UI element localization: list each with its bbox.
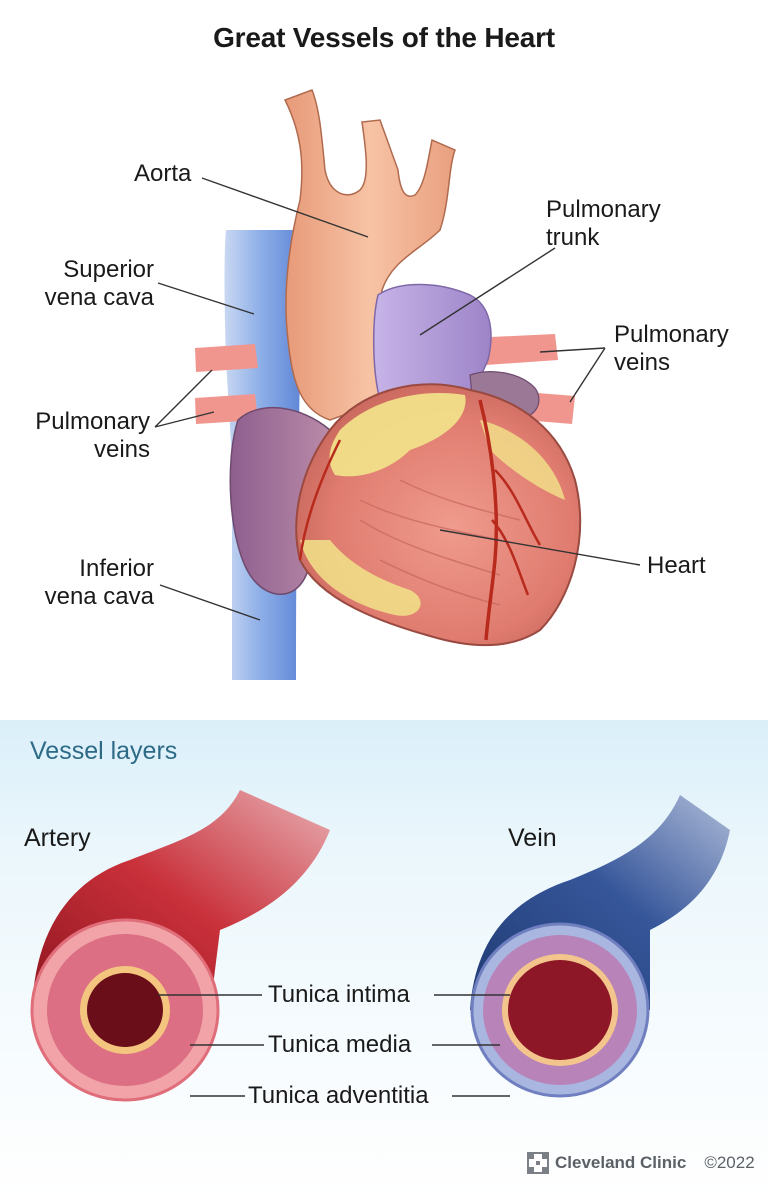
heart-leader-lines xyxy=(154,177,641,621)
label-pulmonary-veins-right: Pulmonary veins xyxy=(614,321,729,376)
brand-footer: Cleveland Clinic ©2022 xyxy=(527,1151,755,1175)
aorta-vessel xyxy=(283,89,456,421)
label-vein: Vein xyxy=(508,824,557,852)
section-title-vessel-layers: Vessel layers xyxy=(30,737,178,765)
layer-leader-lines xyxy=(158,994,510,1097)
brand-name: Cleveland Clinic xyxy=(555,1153,687,1172)
cleveland-clinic-logo-icon xyxy=(527,1152,549,1174)
superior-vena-cava-leader xyxy=(157,282,255,315)
artery-illustration xyxy=(30,790,330,1102)
heart-ventricles xyxy=(295,383,582,647)
heart-leader xyxy=(439,529,641,566)
aorta-leader xyxy=(201,177,369,238)
label-tunica-media: Tunica media xyxy=(268,1031,412,1058)
label-tunica-intima: Tunica intima xyxy=(268,981,410,1008)
label-superior-vena-cava: Superior vena cava xyxy=(44,256,154,311)
page-title: Great Vessels of the Heart xyxy=(213,22,555,53)
copyright: ©2022 xyxy=(704,1153,755,1172)
inferior-vena-cava-leader xyxy=(159,584,261,621)
vein-illustration xyxy=(470,795,730,1098)
pulmonary-veins-right-leader xyxy=(539,347,606,403)
pulmonary-trunk-leader xyxy=(419,247,556,336)
label-pulmonary-veins-left: Pulmonary veins xyxy=(35,408,150,463)
label-heart: Heart xyxy=(647,552,706,579)
label-pulmonary-trunk: Pulmonary trunk xyxy=(546,196,661,251)
label-tunica-adventitia: Tunica adventitia xyxy=(248,1082,429,1109)
label-inferior-vena-cava: Inferior vena cava xyxy=(44,555,154,610)
label-artery: Artery xyxy=(24,824,91,852)
label-aorta: Aorta xyxy=(134,160,192,187)
pulmonary-veins-left-leader xyxy=(154,369,215,428)
